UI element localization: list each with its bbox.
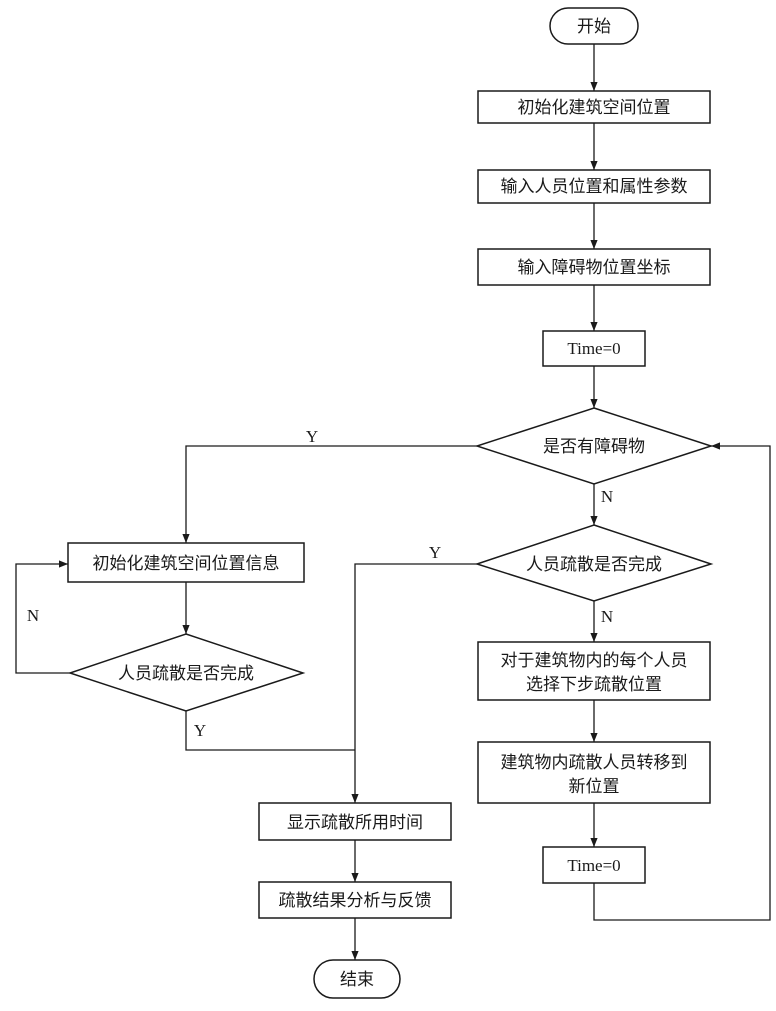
move-line1: 建筑物内疏散人员转移到 <box>501 753 688 773</box>
edge-left-done-yes <box>185 711 355 751</box>
init-space-info-label: 初始化建筑空间位置信息 <box>93 554 280 574</box>
left-done-no-label: N <box>27 606 39 625</box>
input-obstacles-label: 输入障碍物位置坐标 <box>518 258 671 278</box>
edge-right-done-yes <box>351 563 477 803</box>
node-init-space: 初始化建筑空间位置 <box>477 90 711 124</box>
init-space-label: 初始化建筑空间位置 <box>518 98 671 118</box>
evac-done-left-label: 人员疏散是否完成 <box>118 664 254 684</box>
edge-loop-back <box>593 442 771 921</box>
node-end: 结束 <box>313 959 401 999</box>
select-next-line2: 选择下步疏散位置 <box>526 675 662 695</box>
analysis-label: 疏散结果分析与反馈 <box>279 891 432 911</box>
node-time-zero-1: Time=0 <box>542 330 646 367</box>
edge-obstacle-yes <box>182 445 477 543</box>
input-people-label: 输入人员位置和属性参数 <box>501 177 688 197</box>
node-time-zero-2: Time=0 <box>542 846 646 884</box>
decision-has-obstacle: 是否有障碍物 <box>474 407 714 485</box>
obstacle-no-label: N <box>601 487 613 506</box>
left-done-yes-label: Y <box>194 721 206 740</box>
connectors <box>15 44 771 960</box>
evac-done-right-label: 人员疏散是否完成 <box>526 555 662 575</box>
right-done-yes-label: Y <box>429 543 441 562</box>
node-input-people: 输入人员位置和属性参数 <box>477 169 711 204</box>
node-init-space-info: 初始化建筑空间位置信息 <box>67 542 305 583</box>
decision-evac-done-right: 人员疏散是否完成 <box>474 524 714 602</box>
has-obstacle-label: 是否有障碍物 <box>543 437 645 457</box>
start-label: 开始 <box>577 17 611 37</box>
edge-left-done-no <box>15 560 70 674</box>
decision-evac-done-left: 人员疏散是否完成 <box>67 633 306 712</box>
select-next-line1: 对于建筑物内的每个人员 <box>501 651 688 671</box>
time-zero-2-label: Time=0 <box>567 856 620 875</box>
end-label: 结束 <box>340 970 374 990</box>
show-time-label: 显示疏散所用时间 <box>287 813 423 833</box>
node-show-time: 显示疏散所用时间 <box>258 802 452 841</box>
right-done-no-label: N <box>601 607 613 626</box>
node-move-people: 建筑物内疏散人员转移到 新位置 <box>477 741 711 804</box>
node-analysis: 疏散结果分析与反馈 <box>258 881 452 919</box>
obstacle-yes-label: Y <box>306 427 318 446</box>
edge-labels: Y N Y N N Y <box>27 427 613 740</box>
node-select-next: 对于建筑物内的每个人员 选择下步疏散位置 <box>477 641 711 701</box>
node-start: 开始 <box>549 7 639 45</box>
node-input-obstacles: 输入障碍物位置坐标 <box>477 248 711 286</box>
time-zero-1-label: Time=0 <box>567 339 620 358</box>
move-line2: 新位置 <box>569 777 620 797</box>
